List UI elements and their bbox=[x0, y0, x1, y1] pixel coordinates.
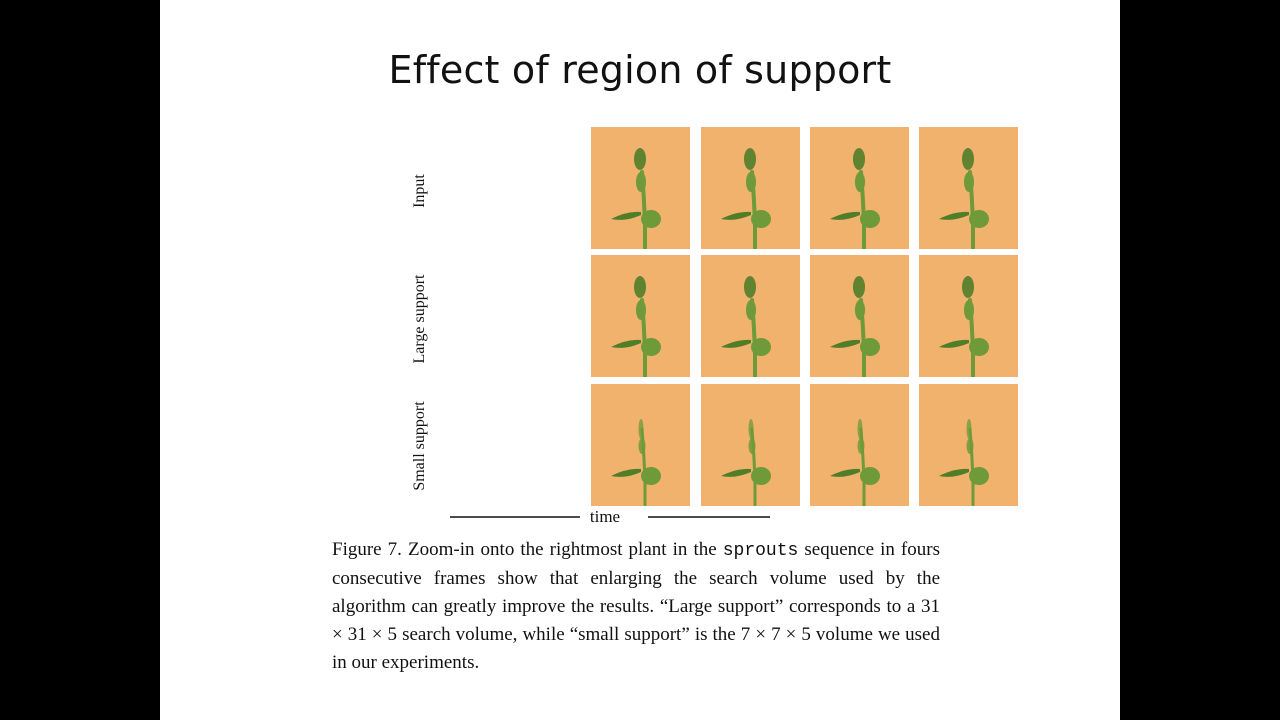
row-label-large-support: Large support bbox=[411, 274, 428, 364]
input-frame-1 bbox=[591, 127, 690, 249]
time-axis: time bbox=[370, 507, 770, 527]
plant-image bbox=[591, 255, 690, 377]
slide-title: Effect of region of support bbox=[388, 48, 892, 92]
figure: Input Large support Small support bbox=[400, 125, 1018, 530]
small-support-frame-1 bbox=[591, 384, 690, 506]
large-support-frame-4 bbox=[919, 255, 1018, 377]
small-support-frame-2 bbox=[701, 384, 800, 506]
plant-image bbox=[810, 127, 909, 249]
small-support-frame-3 bbox=[810, 384, 909, 506]
time-arrow bbox=[450, 516, 770, 518]
figure-caption: Figure 7. Zoom-in onto the rightmost pla… bbox=[332, 536, 940, 677]
plant-image bbox=[919, 127, 1018, 249]
plant-image bbox=[591, 127, 690, 249]
large-support-frame-1 bbox=[591, 255, 690, 377]
plant-image bbox=[701, 127, 800, 249]
small-support-frame-4 bbox=[919, 384, 1018, 506]
plant-image bbox=[591, 384, 690, 506]
row-label-input: Input bbox=[411, 174, 428, 208]
plant-image bbox=[701, 384, 800, 506]
plant-image bbox=[701, 255, 800, 377]
input-frame-4 bbox=[919, 127, 1018, 249]
plant-image bbox=[919, 384, 1018, 506]
plant-image bbox=[810, 255, 909, 377]
caption-code: sprouts bbox=[722, 541, 799, 561]
row-label-small-support: Small support bbox=[411, 401, 428, 491]
caption-part-2: sequence in fours consecutive frames sho… bbox=[332, 539, 940, 673]
time-label: time bbox=[589, 507, 621, 526]
large-support-frame-2 bbox=[701, 255, 800, 377]
input-frame-3 bbox=[810, 127, 909, 249]
plant-image bbox=[919, 255, 1018, 377]
plant-image bbox=[810, 384, 909, 506]
slide: Effect of region of support Input Large … bbox=[160, 0, 1120, 720]
input-frame-2 bbox=[701, 127, 800, 249]
caption-part-1: Figure 7. Zoom-in onto the rightmost pla… bbox=[332, 539, 723, 560]
large-support-frame-3 bbox=[810, 255, 909, 377]
